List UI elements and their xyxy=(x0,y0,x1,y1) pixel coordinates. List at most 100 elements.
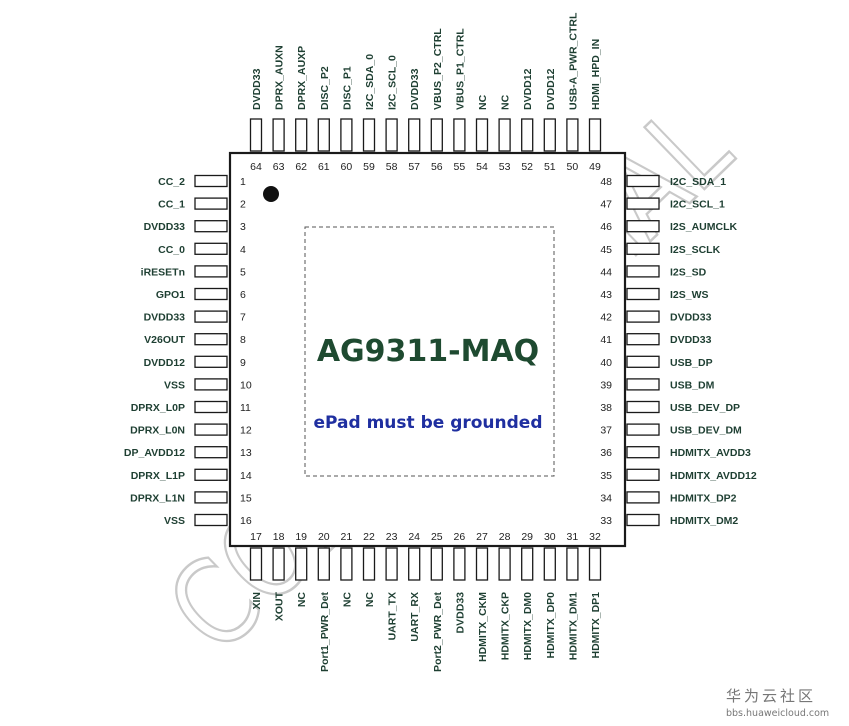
pin-24-number: 24 xyxy=(408,531,420,543)
pin-60-label-disc-p1: DISC_P1 xyxy=(341,66,353,110)
pin-59-number: 59 xyxy=(363,161,375,173)
pin-32-lead xyxy=(588,547,602,581)
pin-49-number: 49 xyxy=(589,161,601,173)
pin-55-lead xyxy=(453,118,466,152)
epad-note: ePad must be grounded xyxy=(314,413,543,433)
pin-17-number: 17 xyxy=(250,531,262,543)
pin-31-lead xyxy=(566,547,579,581)
pin-15-lead xyxy=(194,491,228,504)
pin-35-number: 35 xyxy=(600,470,612,482)
pin-18-number: 18 xyxy=(273,531,285,543)
pin-27-number: 27 xyxy=(476,531,488,543)
pin-19-number: 19 xyxy=(295,531,307,543)
pin-58-label-i2c-scl-0: I2C_SCL_0 xyxy=(387,55,399,110)
pin-46-lead xyxy=(626,220,660,233)
pin-53-lead xyxy=(498,118,511,152)
pin-42-label-dvdd33: DVDD33 xyxy=(670,312,712,324)
pin-19-label-nc: NC xyxy=(296,592,308,608)
pin-42-lead xyxy=(626,310,660,323)
pin-6-number: 6 xyxy=(240,289,246,301)
pin-29-label-hdmitx-dm0: HDMITX_DM0 xyxy=(522,592,534,660)
pin-15-label-dprx-l1n: DPRX_L1N xyxy=(130,492,185,504)
pin-50-lead xyxy=(566,118,579,152)
pin-54-label-nc: NC xyxy=(477,94,489,110)
pin-62-number: 62 xyxy=(295,161,307,173)
epad-outline xyxy=(304,226,555,477)
site-url: bbs.huaweicloud.com xyxy=(726,708,829,719)
pin-44-lead xyxy=(626,265,660,278)
pin-33-label-hdmitx-dm2: HDMITX_DM2 xyxy=(670,515,738,527)
pin-32-number: 32 xyxy=(589,531,601,543)
pin-61-label-disc-p2: DISC_P2 xyxy=(319,66,331,110)
pin-25-label-port2-pwr-det: Port2_PWR_Det xyxy=(432,591,444,671)
pin-16-lead xyxy=(194,513,228,527)
pin-8-label-v26out: V26OUT xyxy=(144,334,185,346)
pin-17-label-xin: XIN xyxy=(251,592,263,610)
pin-55-label-vbus-p1-ctrl: VBUS_P1_CTRL xyxy=(454,28,466,110)
pin-13-number: 13 xyxy=(240,447,252,459)
pin-59-label-i2c-sda-0: I2C_SDA_0 xyxy=(364,54,376,110)
pin-19-lead xyxy=(295,547,308,581)
pin-1-label-cc-2: CC_2 xyxy=(158,176,185,188)
pin-38-label-usb-dev-dp: USB_DEV_DP xyxy=(670,402,740,414)
pin-30-label-hdmitx-dp0: HDMITX_DP0 xyxy=(545,592,557,659)
pin-61-number: 61 xyxy=(318,161,330,173)
pin-21-lead xyxy=(340,547,353,581)
site-brand: 华为云社区 xyxy=(726,687,816,705)
pin-14-lead xyxy=(194,468,228,481)
pin-8-number: 8 xyxy=(240,334,246,346)
pin-13-lead xyxy=(194,446,228,459)
pin-54-number: 54 xyxy=(476,161,488,173)
pin-12-label-dprx-l0n: DPRX_L0N xyxy=(130,425,185,437)
pin-64-label-dvdd33: DVDD33 xyxy=(251,68,263,110)
chip-name: AG9311-MAQ xyxy=(317,334,539,369)
pin-2-label-cc-1: CC_1 xyxy=(158,199,185,211)
pin-39-label-usb-dm: USB_DM xyxy=(670,379,715,391)
pin-49-lead xyxy=(588,118,602,152)
pin-47-label-i2c-scl-1: I2C_SCL_1 xyxy=(670,199,725,211)
pin-3-label-dvdd33: DVDD33 xyxy=(144,221,186,233)
pin-41-number: 41 xyxy=(600,334,612,346)
pin-20-lead xyxy=(317,547,330,581)
pin-63-lead xyxy=(272,118,285,152)
pin-38-number: 38 xyxy=(600,402,612,414)
pin-11-number: 11 xyxy=(240,402,251,414)
pin-33-lead xyxy=(626,513,660,527)
pin-26-label-dvdd33: DVDD33 xyxy=(454,592,466,634)
pin-24-label-uart-rx: UART_RX xyxy=(409,592,421,642)
pin-43-lead xyxy=(626,287,660,301)
pin-37-number: 37 xyxy=(600,425,612,437)
pin-7-lead xyxy=(194,310,228,323)
pin-27-lead xyxy=(475,547,489,581)
pin-40-label-usb-dp: USB_DP xyxy=(670,357,713,369)
pin-46-number: 46 xyxy=(600,221,612,233)
pin-40-lead xyxy=(626,355,660,368)
pin-29-lead xyxy=(521,547,534,581)
pin-52-label-dvdd12: DVDD12 xyxy=(522,68,534,110)
pin-21-label-nc: NC xyxy=(341,592,353,608)
pin-20-label-port1-pwr-det: Port1_PWR_Det xyxy=(319,591,331,671)
pin-62-lead xyxy=(295,118,308,152)
pin-48-label-i2c-sda-1: I2C_SDA_1 xyxy=(670,176,726,188)
pin-18-lead xyxy=(272,547,285,581)
pin-23-label-uart-tx: UART_TX xyxy=(387,592,399,640)
pin-10-lead xyxy=(194,378,228,391)
pin-8-lead xyxy=(194,333,228,346)
pin-36-lead xyxy=(626,446,660,459)
pin-28-number: 28 xyxy=(499,531,511,543)
pin-22-label-nc: NC xyxy=(364,592,376,608)
pin-39-number: 39 xyxy=(600,379,612,391)
pin-34-number: 34 xyxy=(600,492,612,504)
pin-55-number: 55 xyxy=(454,161,466,173)
pin-23-lead xyxy=(385,547,398,581)
pin-11-label-dprx-l0p: DPRX_L0P xyxy=(131,402,185,414)
pin-45-lead xyxy=(626,242,660,255)
pin-30-number: 30 xyxy=(544,531,556,543)
pin-47-lead xyxy=(626,197,660,210)
pin-37-lead xyxy=(626,423,660,436)
pin-27-label-hdmitx-ckm: HDMITX_CKM xyxy=(477,592,489,662)
pin-52-number: 52 xyxy=(521,161,533,173)
pin-4-number: 4 xyxy=(240,244,246,256)
